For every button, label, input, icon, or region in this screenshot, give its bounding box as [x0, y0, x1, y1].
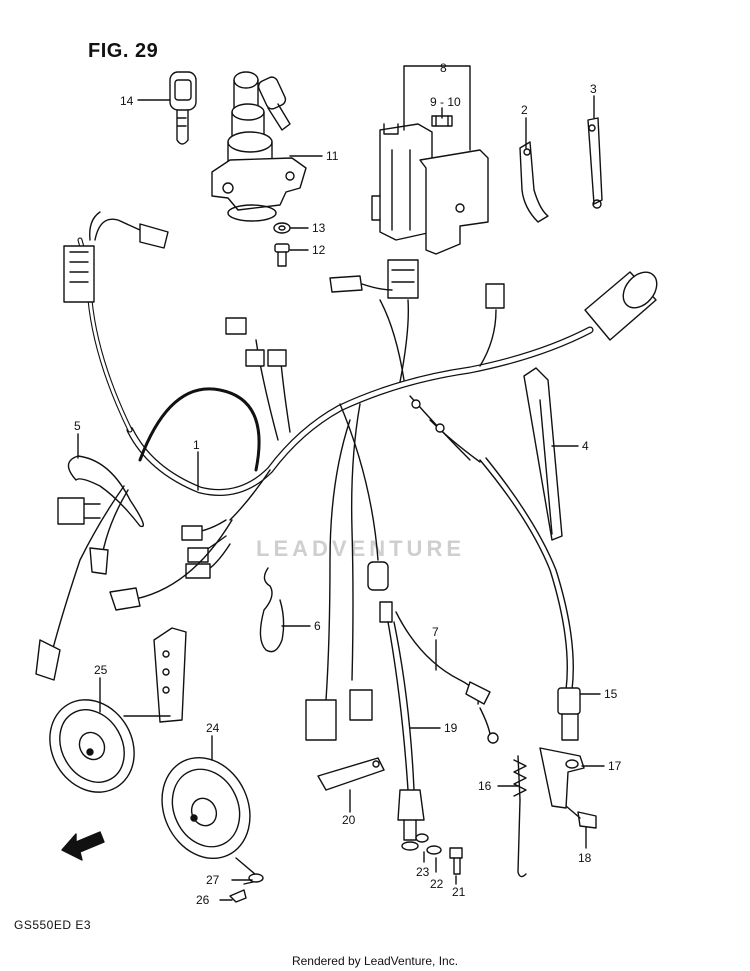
lead-wire-part-19[interactable]	[387, 621, 425, 851]
screw-part-12[interactable]	[274, 243, 290, 267]
footer-credit: Rendered by LeadVenture, Inc.	[291, 954, 459, 968]
callout-4: 4	[582, 439, 589, 453]
callout-26: 26	[196, 893, 210, 907]
callout-23: 23	[416, 865, 430, 879]
wiring-harness-part-1[interactable]	[35, 211, 664, 741]
bolt-part-18[interactable]	[565, 805, 597, 829]
washer-part-23[interactable]	[415, 833, 429, 843]
cable-tie-part-4[interactable]	[523, 367, 563, 541]
washer-part-22[interactable]	[426, 845, 442, 855]
bolt-part-26[interactable]	[229, 889, 247, 903]
watermark-text: LEADVENTURE	[256, 536, 466, 561]
callout-6: 6	[314, 619, 321, 633]
bracket-part-20[interactable]	[317, 757, 385, 791]
callout-20: 20	[342, 813, 356, 827]
spring-part-16[interactable]	[513, 755, 527, 878]
model-code: GS550ED E3	[14, 918, 92, 932]
callout-9-10: 9 - 10	[430, 95, 461, 109]
callout-24: 24	[206, 721, 220, 735]
washer-part-27[interactable]	[248, 873, 264, 883]
screw-part-21[interactable]	[449, 847, 463, 875]
callout-19: 19	[444, 721, 458, 735]
bracket-part-17[interactable]	[539, 747, 585, 809]
callout-labels: 14 11 13 12 8 9 - 10 2 3 1 5 4 6 7 19 15…	[74, 61, 622, 907]
bracket-part-3[interactable]	[587, 117, 603, 209]
horn-part-25[interactable]	[33, 627, 187, 808]
clamp-part-5[interactable]	[67, 455, 144, 528]
callout-14: 14	[120, 94, 134, 108]
washer-part-13[interactable]	[273, 222, 291, 234]
lead-wire-part-7[interactable]	[379, 601, 499, 744]
callout-8: 8	[440, 61, 447, 75]
callout-5: 5	[74, 419, 81, 433]
key-part-14[interactable]	[169, 71, 197, 145]
callout-18: 18	[578, 851, 592, 865]
horn-part-24[interactable]	[146, 743, 266, 885]
callout-7: 7	[432, 625, 439, 639]
callout-11: 11	[326, 149, 339, 163]
speedometer-cable-part-15[interactable]	[479, 457, 581, 741]
callout-15: 15	[604, 687, 618, 701]
callout-21: 21	[452, 885, 466, 899]
callout-3: 3	[590, 82, 597, 96]
bracket-part-2[interactable]	[519, 141, 549, 223]
clamp-part-6[interactable]	[259, 567, 285, 653]
fwd-arrow-icon	[61, 831, 105, 861]
callout-22: 22	[430, 877, 444, 891]
figure-title: FIG. 29	[88, 40, 159, 62]
ignition-switch-part-11[interactable]	[211, 71, 307, 222]
callout-27: 27	[206, 873, 220, 887]
callout-2: 2	[521, 103, 528, 117]
callout-17: 17	[608, 759, 622, 773]
callout-16: 16	[478, 779, 492, 793]
fuse-box-part-8[interactable]	[371, 123, 489, 255]
leader-lines	[77, 65, 605, 901]
callout-13: 13	[312, 221, 326, 235]
callout-25: 25	[94, 663, 108, 677]
callout-12: 12	[312, 243, 326, 257]
callout-1: 1	[193, 438, 200, 452]
